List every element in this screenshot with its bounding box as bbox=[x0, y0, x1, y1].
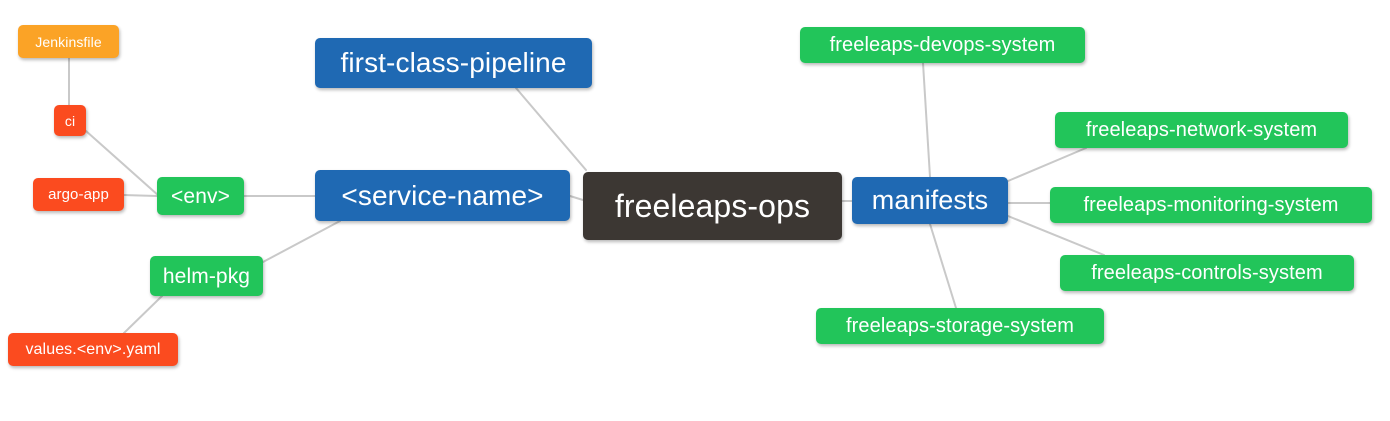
node-label-ci: ci bbox=[64, 112, 76, 129]
node-env[interactable]: <env> bbox=[157, 177, 244, 215]
edge-helm-pkg-to-values-yaml bbox=[123, 295, 163, 334]
node-jenkinsfile[interactable]: Jenkinsfile bbox=[18, 25, 119, 58]
node-helm-pkg[interactable]: helm-pkg bbox=[150, 256, 263, 296]
node-freeleaps-storage-system[interactable]: freeleaps-storage-system bbox=[816, 308, 1104, 344]
node-freeleaps-ops[interactable]: freeleaps-ops bbox=[583, 172, 842, 240]
edge-manifests-to-freeleaps-storage-system bbox=[929, 223, 957, 309]
node-label-env: <env> bbox=[171, 184, 230, 208]
node-label-freeleaps-devops-system: freeleaps-devops-system bbox=[829, 34, 1056, 56]
edge-service-name-to-freeleaps-ops bbox=[569, 195, 584, 201]
node-freeleaps-devops-system[interactable]: freeleaps-devops-system bbox=[800, 27, 1085, 63]
edge-service-name-to-first-class-pipeline bbox=[515, 87, 587, 171]
edge-service-name-to-helm-pkg bbox=[262, 220, 341, 263]
edge-ci-to-env bbox=[85, 130, 160, 197]
node-label-freeleaps-network-system: freeleaps-network-system bbox=[1085, 119, 1318, 141]
node-label-helm-pkg: helm-pkg bbox=[162, 264, 251, 288]
edge-argo-app-to-env bbox=[123, 194, 158, 197]
node-service-name[interactable]: <service-name> bbox=[315, 170, 570, 221]
node-label-freeleaps-ops: freeleaps-ops bbox=[614, 188, 811, 224]
node-ci[interactable]: ci bbox=[54, 105, 86, 136]
node-freeleaps-monitoring-system[interactable]: freeleaps-monitoring-system bbox=[1050, 187, 1372, 223]
edge-manifests-to-freeleaps-devops-system bbox=[922, 62, 931, 178]
node-label-service-name: <service-name> bbox=[341, 179, 544, 211]
node-label-argo-app: argo-app bbox=[48, 186, 109, 203]
node-label-freeleaps-controls-system: freeleaps-controls-system bbox=[1091, 262, 1323, 284]
edge-manifests-to-freeleaps-controls-system bbox=[1007, 215, 1105, 256]
node-values-yaml[interactable]: values.<env>.yaml bbox=[8, 333, 178, 366]
node-label-first-class-pipeline: first-class-pipeline bbox=[340, 47, 567, 78]
node-freeleaps-controls-system[interactable]: freeleaps-controls-system bbox=[1060, 255, 1354, 291]
node-freeleaps-network-system[interactable]: freeleaps-network-system bbox=[1055, 112, 1348, 148]
node-label-freeleaps-monitoring-system: freeleaps-monitoring-system bbox=[1083, 194, 1339, 216]
node-first-class-pipeline[interactable]: first-class-pipeline bbox=[315, 38, 592, 88]
edge-manifests-to-freeleaps-network-system bbox=[1007, 147, 1087, 182]
node-manifests[interactable]: manifests bbox=[852, 177, 1008, 224]
node-label-manifests: manifests bbox=[871, 185, 989, 215]
node-label-values-yaml: values.<env>.yaml bbox=[25, 340, 161, 358]
node-label-jenkinsfile: Jenkinsfile bbox=[35, 33, 102, 50]
node-label-freeleaps-storage-system: freeleaps-storage-system bbox=[845, 315, 1075, 337]
node-argo-app[interactable]: argo-app bbox=[33, 178, 124, 211]
